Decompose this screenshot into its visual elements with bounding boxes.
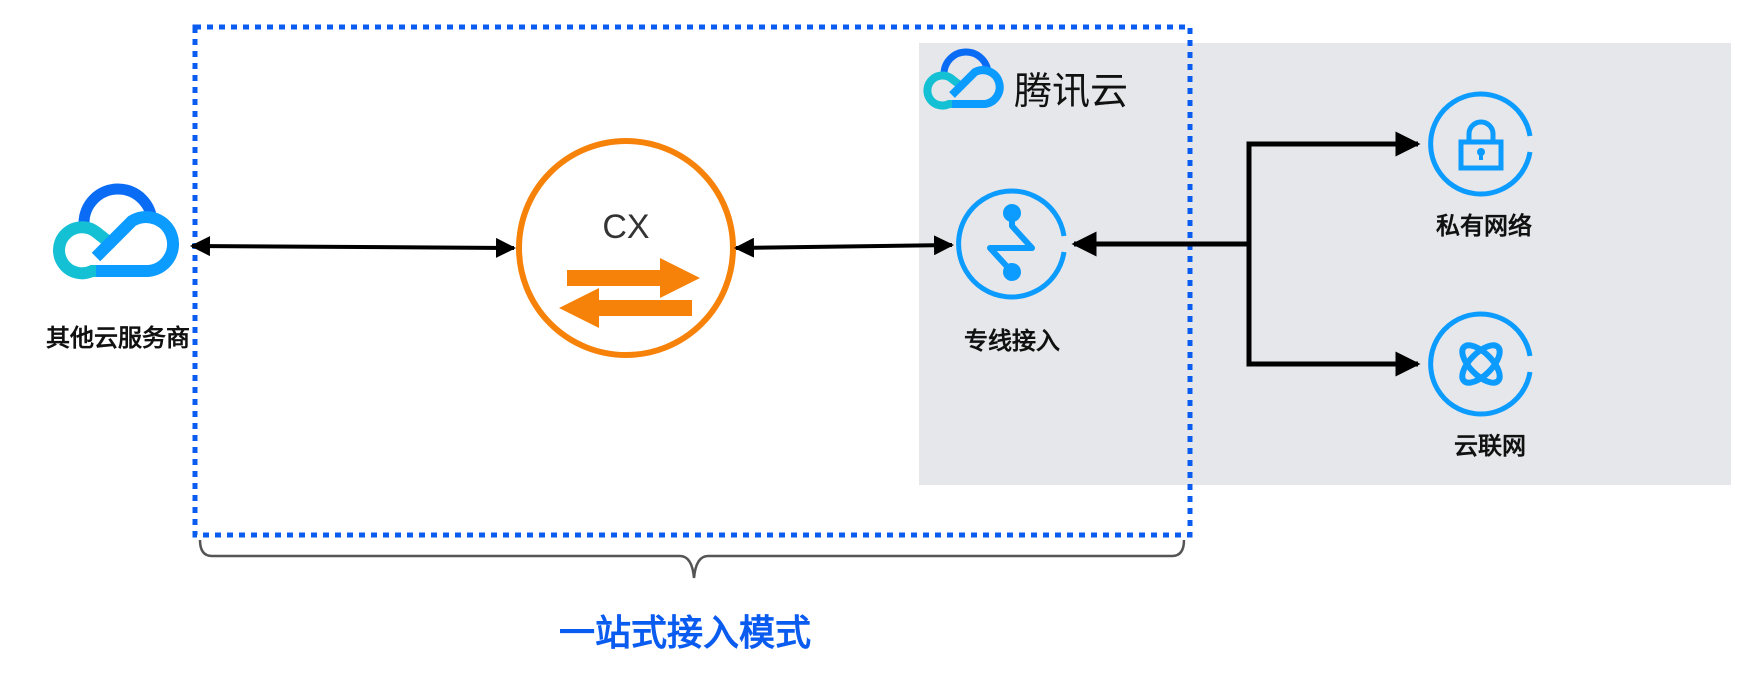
orbit-icon bbox=[1459, 342, 1503, 386]
ccn-node[interactable] bbox=[1428, 311, 1533, 417]
vpc-ring bbox=[1428, 91, 1533, 197]
branch-edges bbox=[1071, 131, 1421, 377]
edge-othercloud-cx bbox=[190, 236, 516, 258]
lock-icon bbox=[1458, 119, 1504, 171]
direct-connect-label: 专线接入 bbox=[964, 327, 1060, 355]
direct-connect-node[interactable] bbox=[956, 188, 1067, 300]
cx-label: CX bbox=[602, 208, 650, 246]
one-stop-boundary bbox=[192, 24, 1193, 538]
cx-node[interactable] bbox=[516, 138, 736, 358]
direct-connect-icon bbox=[987, 204, 1035, 281]
tencent-cloud-panel bbox=[919, 43, 1731, 485]
vpc-node[interactable] bbox=[1428, 91, 1533, 197]
cx-circle bbox=[516, 138, 736, 358]
ccn-ring bbox=[1428, 311, 1533, 417]
vpc-label: 私有网络 bbox=[1436, 212, 1532, 240]
tencent-cloud-brand: 腾讯云 bbox=[1014, 69, 1129, 113]
one-stop-mode-label: 一站式接入模式 bbox=[558, 613, 812, 654]
tencent-cloud-logo-icon bbox=[923, 48, 1004, 110]
direct-connect-ring bbox=[956, 188, 1067, 300]
other-cloud-logo-icon bbox=[53, 183, 179, 280]
mode-brace bbox=[198, 539, 1186, 579]
edge-branch-vpc bbox=[1246, 131, 1421, 244]
edge-branch-ccn bbox=[1246, 244, 1421, 377]
other-cloud-label: 其他云服务商 bbox=[46, 324, 190, 352]
edge-cx-directconnect bbox=[734, 235, 954, 258]
ccn-label: 云联网 bbox=[1454, 432, 1526, 460]
bidirectional-arrows-icon bbox=[559, 258, 700, 328]
